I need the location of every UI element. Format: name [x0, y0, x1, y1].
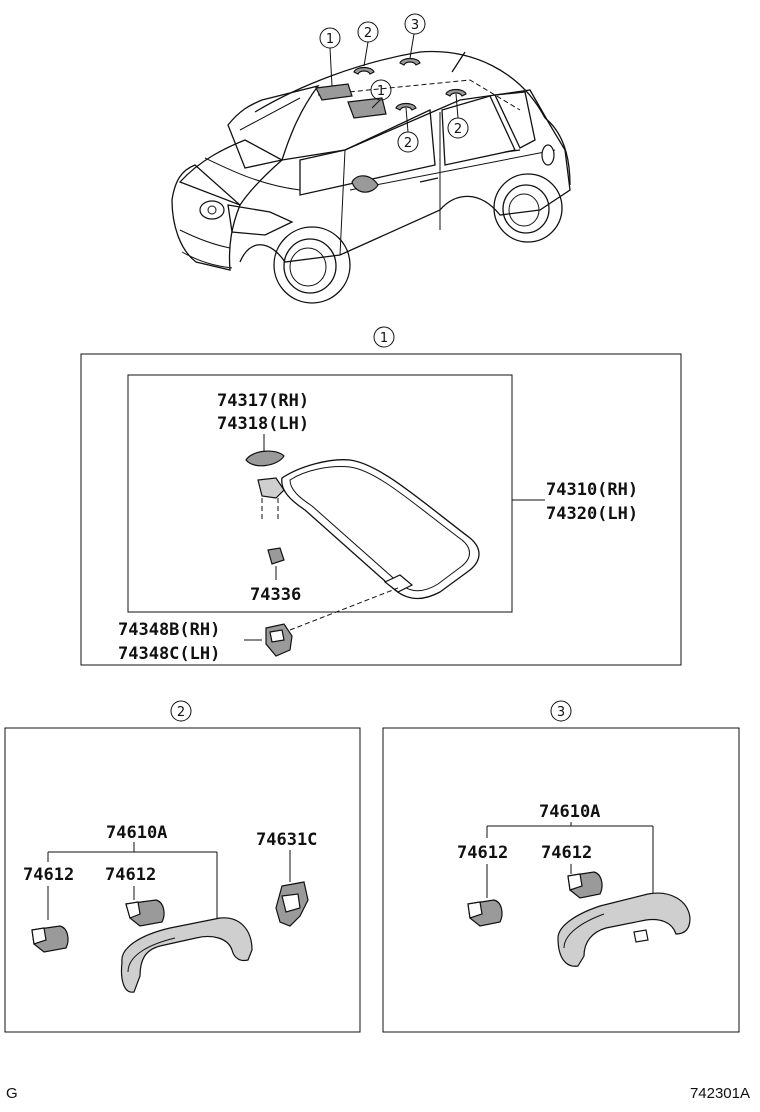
callout-label: 2 [454, 122, 462, 137]
sun-visor-body [281, 459, 480, 600]
rear-wheel [493, 173, 563, 243]
inner-frame [127, 374, 513, 613]
section-2-assist-grip: 2 74610A 74612 74612 74631C [4, 700, 361, 1033]
callout-label: 2 [404, 136, 412, 151]
callout-label: 1 [326, 32, 334, 47]
part-label-cap-right: 74612 [541, 843, 592, 863]
callout-label: 3 [411, 18, 419, 33]
section-marker: 2 [177, 705, 185, 720]
sun-visor-lh-location [315, 83, 353, 101]
assist-grip-location [445, 88, 467, 97]
section-marker-circle [170, 700, 192, 722]
section-3-assist-grip: 3 74610A 74612 74612 [382, 700, 740, 1033]
grille-emblem [199, 200, 225, 220]
assist-grip-location [353, 66, 375, 75]
callout-circle [357, 21, 379, 43]
callout-label: 1 [377, 84, 385, 99]
assist-grip-handle [120, 917, 253, 993]
visor-hinge [257, 477, 285, 499]
callout-circle [404, 13, 426, 35]
footer-left-code: G [6, 1085, 18, 1102]
part-label-visor-rh: 74310(RH) [546, 480, 638, 500]
part-label-holder-lh: 74348C(LH) [118, 644, 220, 664]
part-label-bracket: 74631C [256, 830, 317, 850]
section-marker-circle [373, 326, 395, 348]
front-wheel [273, 226, 351, 304]
assist-grip-handle [557, 892, 691, 967]
callout-circle [319, 27, 341, 49]
assist-grip-location [395, 102, 417, 111]
callout-circle [370, 79, 392, 101]
side-mirror [351, 175, 379, 193]
assist-grip-location [399, 57, 421, 66]
section-frame [4, 727, 361, 1033]
section-frame [80, 353, 682, 666]
section-marker-circle [550, 700, 572, 722]
callout-circle [447, 117, 469, 139]
part-label-cap-left: 74612 [23, 865, 74, 885]
footer-diagram-code: 742301A [690, 1085, 750, 1102]
visor-clip [245, 450, 285, 467]
section-1-sun-visor: 1 74317(RH) 74318(LH) 74336 74310(RH) 74… [80, 326, 682, 666]
part-label-grip-assy: 74610A [106, 823, 167, 843]
part-label-grip-assy: 74610A [539, 802, 600, 822]
car-illustration [171, 50, 571, 304]
section-frame [382, 727, 740, 1033]
part-label-visor-clip-rh: 74317(RH) [217, 391, 309, 411]
part-label-visor-lh: 74320(LH) [546, 504, 638, 524]
sun-visor-rh-location [347, 97, 387, 119]
part-label-cap-left: 74612 [457, 843, 508, 863]
section-marker: 1 [380, 331, 388, 346]
section-marker: 3 [557, 705, 565, 720]
part-label-visor-clip-lh: 74318(LH) [217, 414, 309, 434]
visor-screw [267, 547, 285, 565]
part-label-screw: 74336 [250, 585, 301, 605]
callout-circle [397, 131, 419, 153]
overview-callouts: 1 2 3 1 2 2 [319, 13, 469, 153]
part-label-holder-rh: 74348B(RH) [118, 620, 220, 640]
part-label-cap-right: 74612 [105, 865, 156, 885]
callout-label: 2 [364, 26, 372, 41]
